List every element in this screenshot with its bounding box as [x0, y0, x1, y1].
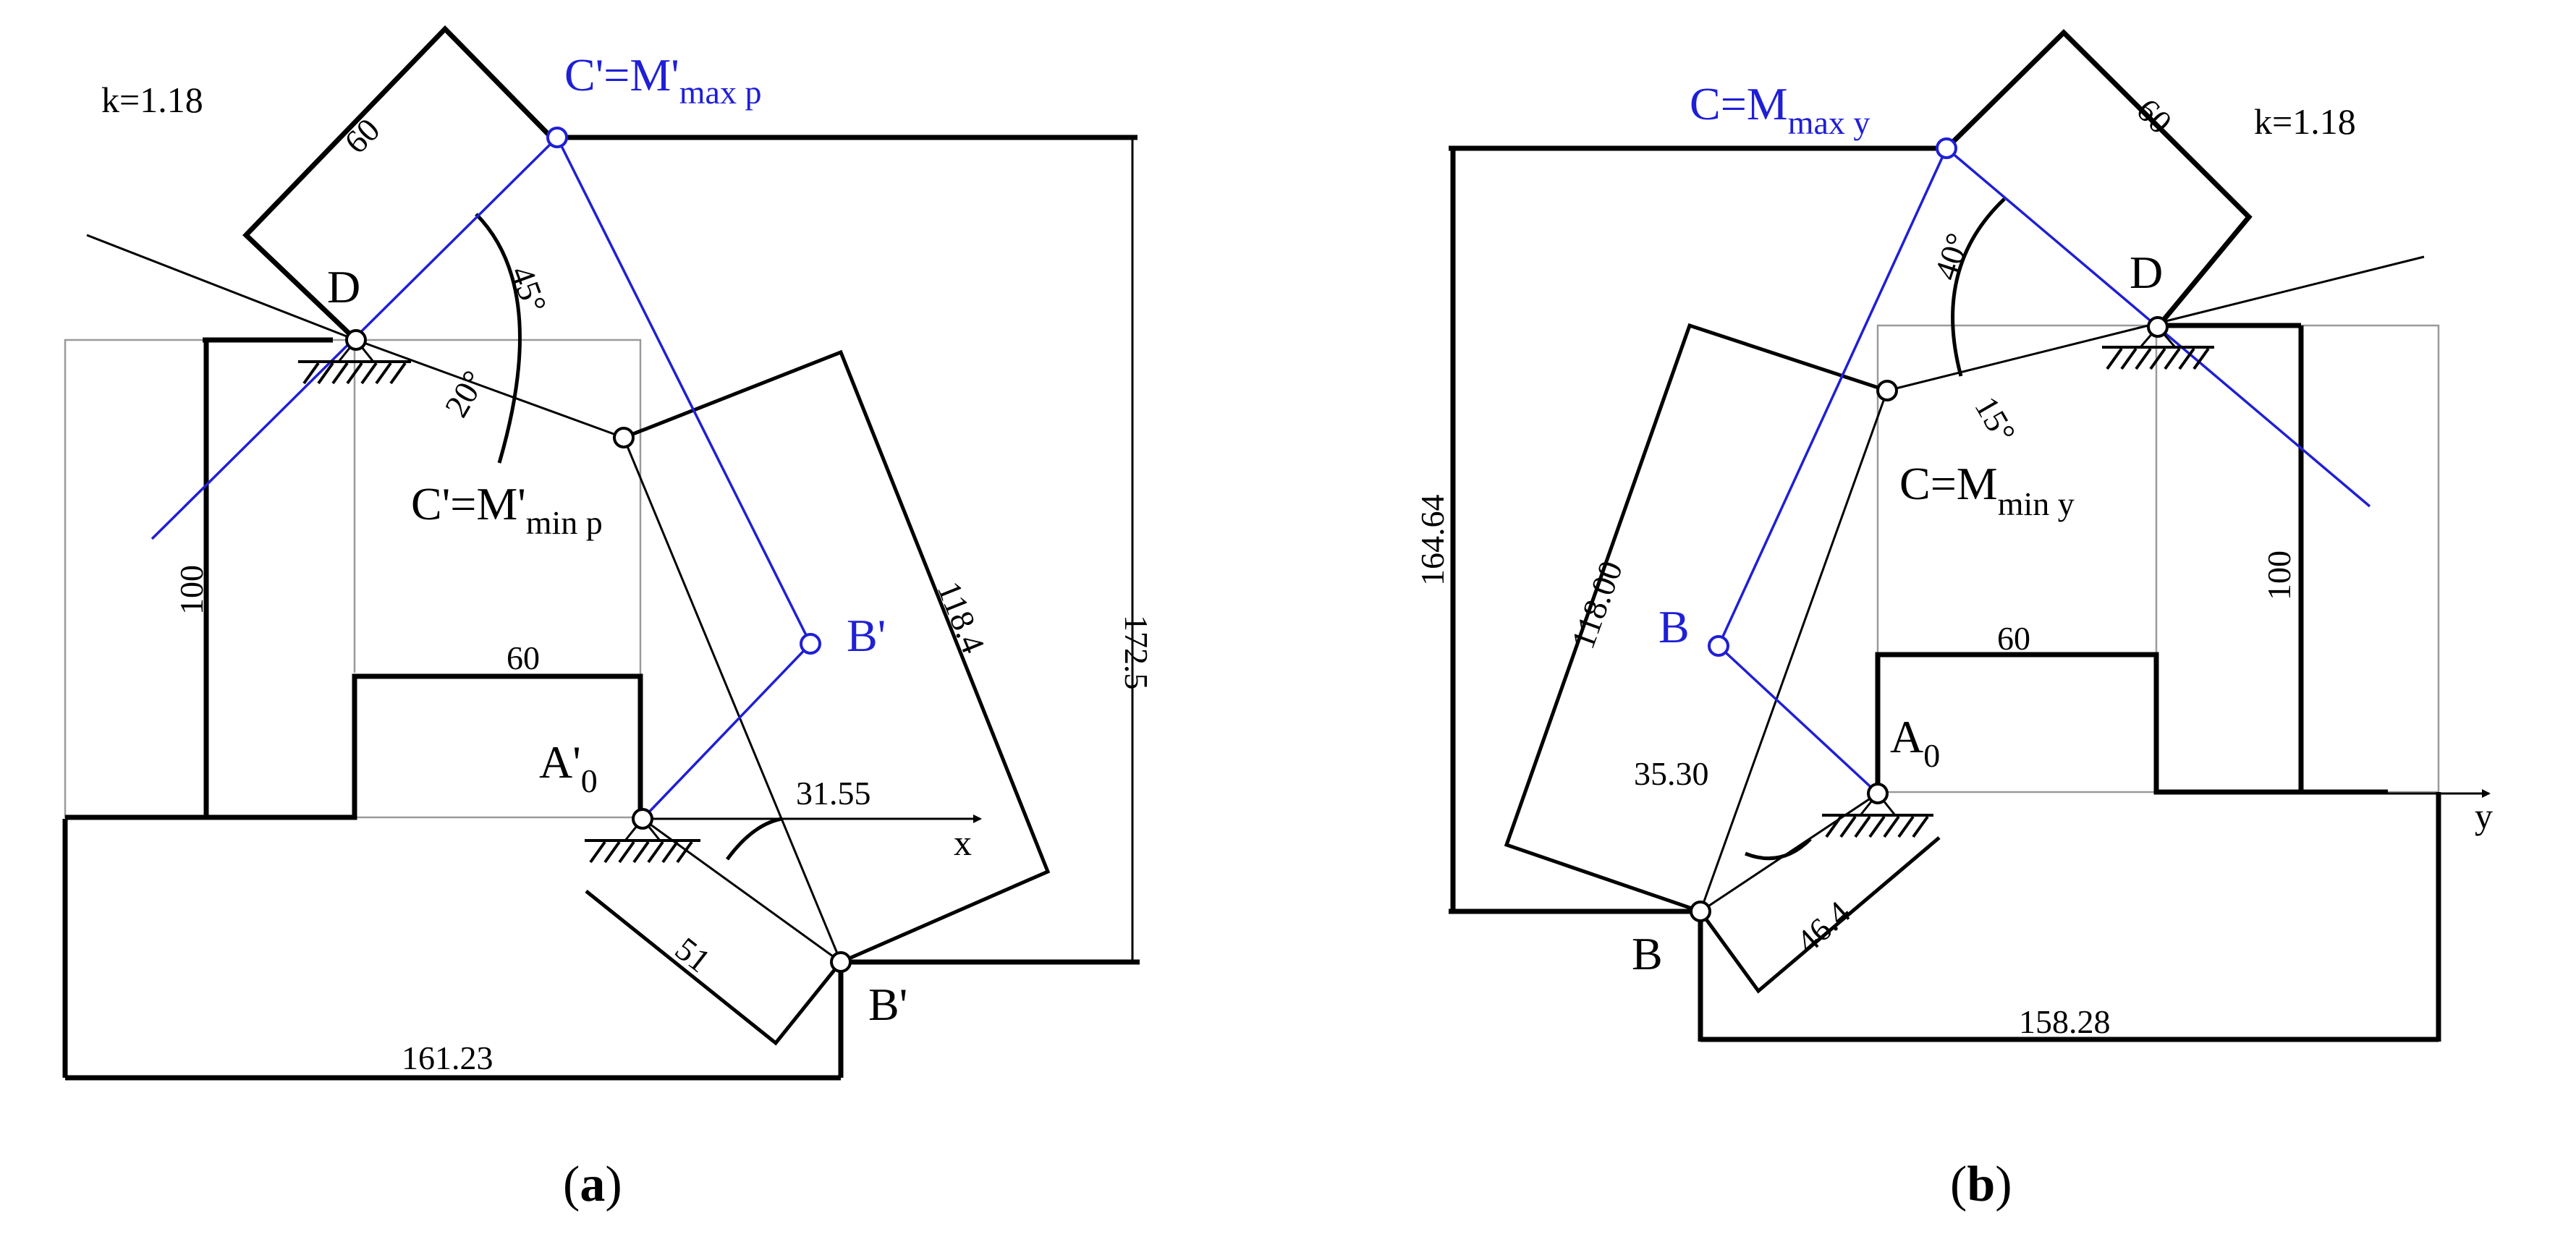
panel-b-joint-b-black	[1690, 901, 1711, 922]
panel-a-c-min-label: C'=M'min p	[411, 478, 603, 541]
panel-a-link-cb	[622, 437, 842, 963]
panel-a-dim-60-ground-label: 60	[507, 639, 540, 676]
panel-a-caption: (a)	[563, 1157, 622, 1212]
panel-a-joint-b-blue	[800, 633, 821, 655]
panel-a-a0-label: A'0	[539, 736, 598, 799]
panel-b-joint-b-blue	[1708, 635, 1729, 657]
panel-b-dim-60-ground-label: 60	[1997, 620, 2030, 657]
panel-a-dim-60-link: 60	[337, 111, 387, 161]
panel-a-dim-51: 51	[669, 930, 718, 980]
panel-b-dim-164-64: 164.64	[1414, 495, 1451, 587]
panel-b-y-axis-label: y	[2475, 796, 2493, 836]
panel-b-dim-46-4: 46.4	[1789, 894, 1857, 961]
panel-a-support-d	[298, 338, 411, 385]
panel-a-dim-100: 100	[173, 565, 210, 615]
panel-b-dim-118-00: 118.00	[1564, 556, 1630, 654]
panel-a-b-blue-label: B'	[847, 610, 886, 661]
panel-a-link-dc	[355, 339, 624, 439]
panel-b-joint-c-max	[1936, 137, 1957, 159]
panel-a-x-axis-label: x	[954, 822, 972, 863]
panel-a-support-a0	[585, 817, 700, 864]
panel-b-dim-60-bracket	[1944, 29, 2253, 329]
panel-a-c-max-label: C'=M'max p	[564, 49, 761, 111]
panel-b-joint-a0	[1867, 783, 1889, 804]
panel-b-blue-link-cb	[1717, 148, 1948, 647]
panel-b-b-black-label: B	[1632, 928, 1663, 979]
panel-a-long-line-left	[86, 234, 357, 341]
panel-a-dim-118-4: 118.4	[931, 576, 992, 658]
panel-b-a0-label: A0	[1890, 711, 1940, 774]
panel-a-blue-link-cb	[556, 137, 812, 644]
panel-b-d-label: D	[2130, 247, 2163, 298]
panel-a-angle-31-arc	[725, 817, 782, 861]
panel-b-dim-100: 100	[2261, 550, 2297, 600]
panel-b-dim-35-30: 35.30	[1634, 755, 1709, 792]
panel-b-b-blue-label: B	[1658, 601, 1690, 652]
panel-a-dim-172-5: 172.5	[1118, 615, 1155, 690]
panel-b-k-label: k=1.18	[2254, 101, 2356, 142]
panel-b-c-min-label: C=Mmin y	[1899, 458, 2075, 522]
panel-a-dim-51-bracket	[585, 890, 842, 1046]
panel-a-joint-b-black	[830, 951, 852, 973]
panel-a-d-label: D	[327, 261, 360, 312]
panel-b-link-cb	[1699, 390, 1889, 912]
panel-b: k=1.18 C=Mmax y D C=Mmin y B B A0 y 60 6…	[1414, 29, 2493, 1212]
panel-a-coupler-rect	[623, 349, 1051, 964]
panel-a-dim-31-55: 31.55	[796, 775, 871, 812]
panel-a-joint-a0	[632, 808, 653, 830]
panel-b-dim-46-bracket	[1698, 836, 1941, 994]
panel-b-angle-40: 40°	[1927, 229, 1976, 284]
panel-a-angle-45-arc	[475, 213, 522, 464]
panel-b-blue-crank	[1717, 644, 1879, 795]
panel-a-b-black-label: B'	[868, 979, 907, 1030]
panel-a-blue-crank	[641, 642, 812, 820]
panel-b-joint-d	[2147, 316, 2169, 338]
panel-b-coupler-rect	[1504, 323, 1888, 914]
panel-a-dim-60-bracket	[242, 25, 554, 342]
panel-a-joint-c-min	[613, 427, 635, 448]
panel-b-dim-158-28: 158.28	[2019, 1003, 2111, 1040]
panel-b-caption: (b)	[1950, 1157, 2012, 1212]
panel-a: k=1.18 C'=M'max p D C'=M'min p B' B' A'0…	[62, 25, 1155, 1212]
panel-b-angle-15: 15°	[1967, 391, 2022, 449]
panel-b-c-max-label: C=Mmax y	[1690, 78, 1870, 141]
panel-b-joint-c-min	[1876, 380, 1898, 401]
panel-a-k-label: k=1.18	[101, 80, 203, 120]
panel-a-joint-d	[345, 329, 367, 351]
panel-a-dim-161-23: 161.23	[402, 1039, 493, 1076]
panel-a-joint-c-max	[546, 127, 568, 148]
panel-b-block-outline	[1875, 652, 2388, 795]
panel-b-angle-35-arc	[1745, 838, 1812, 861]
panel-b-angle-40-arc	[1951, 197, 2006, 377]
panel-b-dim-60-link: 60	[2130, 91, 2179, 141]
